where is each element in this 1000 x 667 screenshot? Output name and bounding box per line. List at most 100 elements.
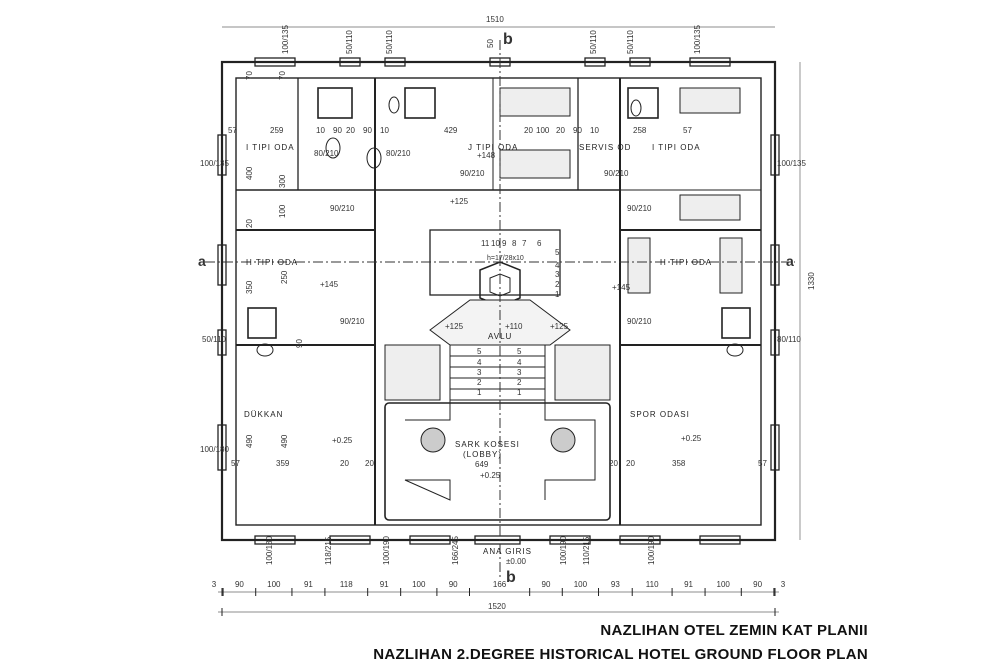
dimension-label: 90 bbox=[753, 580, 763, 589]
room-i-tipi-oda-right: I TIPI ODA bbox=[652, 143, 701, 152]
dim: 90 bbox=[333, 126, 342, 135]
level-avlu: +110 bbox=[505, 322, 523, 331]
room-dukkan: DÜKKAN bbox=[244, 410, 284, 419]
room-spor-odasi: SPOR ODASI bbox=[630, 410, 690, 419]
entrance-level: ±0.00 bbox=[506, 557, 526, 566]
dim: 90/210 bbox=[340, 317, 365, 326]
step-number: 2 bbox=[517, 378, 522, 387]
dim: 50/110 bbox=[626, 30, 635, 54]
step-number: 3 bbox=[555, 270, 560, 279]
step-number: 7 bbox=[522, 239, 527, 248]
dim: 100 bbox=[536, 126, 550, 135]
dim: 100/190 bbox=[559, 536, 568, 565]
dim: 300 bbox=[278, 174, 287, 188]
room-j-tipi-oda: J TIPI ODA bbox=[468, 143, 519, 152]
level-dukkan: +0.25 bbox=[332, 436, 353, 445]
dimension-label: 91 bbox=[379, 580, 389, 589]
dimension-label: 100 bbox=[412, 580, 426, 589]
dimension-label: 91 bbox=[684, 580, 694, 589]
dim: 10 bbox=[380, 126, 389, 135]
room-servis-oda: SERVIS OD bbox=[579, 143, 632, 152]
dim: 90/210 bbox=[604, 169, 629, 178]
dim: 429 bbox=[444, 126, 458, 135]
step-number: 2 bbox=[555, 280, 560, 289]
room-lobby-sub: (LOBBY) bbox=[463, 450, 503, 459]
inner-wall bbox=[235, 77, 762, 526]
dim: 100/190 bbox=[647, 536, 656, 565]
dimension-label: 90 bbox=[448, 580, 458, 589]
dim: 20 bbox=[556, 126, 565, 135]
step-number: 3 bbox=[477, 368, 482, 377]
dimension-label: 166 bbox=[492, 580, 507, 589]
dim: 50/110 bbox=[345, 30, 354, 54]
dim: 20 bbox=[245, 219, 254, 228]
step-number: 11 bbox=[481, 239, 490, 248]
dim: 490 bbox=[245, 434, 254, 448]
dim: 10 bbox=[316, 126, 325, 135]
dim: 80/110 bbox=[777, 335, 801, 344]
dim: 490 bbox=[280, 434, 289, 448]
dimension-label: 100 bbox=[267, 580, 281, 589]
title-english: NAZLIHAN 2.DEGREE HISTORICAL HOTEL GROUN… bbox=[373, 646, 868, 663]
room-i-tipi-oda-left: I TIPI ODA bbox=[246, 143, 295, 152]
room-avlu: AVLU bbox=[488, 332, 513, 341]
section-mark-b-top: b bbox=[503, 31, 513, 48]
step-number: 5 bbox=[517, 347, 522, 356]
step-number: 10 bbox=[491, 239, 500, 248]
title-turkish: NAZLIHAN OTEL ZEMIN KAT PLANII bbox=[600, 622, 868, 639]
lobby-width: 649 bbox=[475, 460, 489, 469]
dimension-label: 93 bbox=[610, 580, 620, 589]
room-h-tipi-oda-right: H TIPI ODA bbox=[660, 258, 713, 267]
step-number: 1 bbox=[555, 290, 560, 299]
dim: 50/110 bbox=[385, 30, 394, 54]
dim: 100/135 bbox=[777, 159, 806, 168]
level-avlu-right: +125 bbox=[550, 322, 569, 331]
dim: 20 bbox=[626, 459, 635, 468]
dim: 57 bbox=[758, 459, 767, 468]
dim: 100 bbox=[278, 204, 287, 218]
dim: 400 bbox=[245, 166, 254, 180]
dimension-label: 118 bbox=[339, 580, 353, 589]
step-number: 3 bbox=[517, 368, 522, 377]
section-mark-b-bottom: b bbox=[506, 569, 516, 586]
dim: 118/215 bbox=[324, 536, 333, 565]
dim-right-total: 1330 bbox=[807, 272, 816, 290]
dim: 20 bbox=[346, 126, 355, 135]
dim-top-total: 1510 bbox=[486, 15, 504, 24]
level-h-left: +145 bbox=[320, 280, 339, 289]
dimension-label: 3 bbox=[780, 580, 786, 589]
dim: 90 bbox=[573, 126, 582, 135]
step-number: 1 bbox=[517, 388, 522, 397]
dim: 20 bbox=[365, 459, 374, 468]
dim: 100/135 bbox=[281, 25, 290, 54]
dim: 100/135 bbox=[200, 159, 229, 168]
section-mark-a-right: a bbox=[786, 253, 794, 269]
dimension-label: 100 bbox=[716, 580, 730, 589]
section-mark-a-left: a bbox=[198, 253, 206, 269]
level-lobby: +0.25 bbox=[480, 471, 501, 480]
level-avlu-left: +125 bbox=[445, 322, 464, 331]
dimension-label: 110 bbox=[645, 580, 659, 589]
dimension-label: 90 bbox=[234, 580, 244, 589]
step-number: 5 bbox=[555, 248, 560, 257]
step-number: 6 bbox=[537, 239, 542, 248]
stair-note: h=17/28x10 bbox=[487, 255, 524, 262]
dim: 100/190 bbox=[382, 536, 391, 565]
dim: 90/210 bbox=[627, 317, 652, 326]
level-spor: +0.25 bbox=[681, 434, 702, 443]
dim: 70 bbox=[278, 71, 287, 80]
step-number: 2 bbox=[477, 378, 482, 387]
dim: 57 bbox=[683, 126, 692, 135]
level-corridor: +125 bbox=[450, 197, 469, 206]
dim-bottom-total: 1520 bbox=[488, 602, 506, 611]
step-number: 4 bbox=[517, 358, 522, 367]
dim: 250 bbox=[280, 270, 289, 284]
dim: 90 bbox=[363, 126, 372, 135]
dim: 50 bbox=[486, 39, 495, 48]
dim: 20 bbox=[524, 126, 533, 135]
dim: 80/210 bbox=[314, 149, 339, 158]
step-number: 8 bbox=[512, 239, 517, 248]
room-h-tipi-oda-left: H TIPI ODA bbox=[246, 258, 299, 267]
dim: 90/210 bbox=[627, 204, 652, 213]
